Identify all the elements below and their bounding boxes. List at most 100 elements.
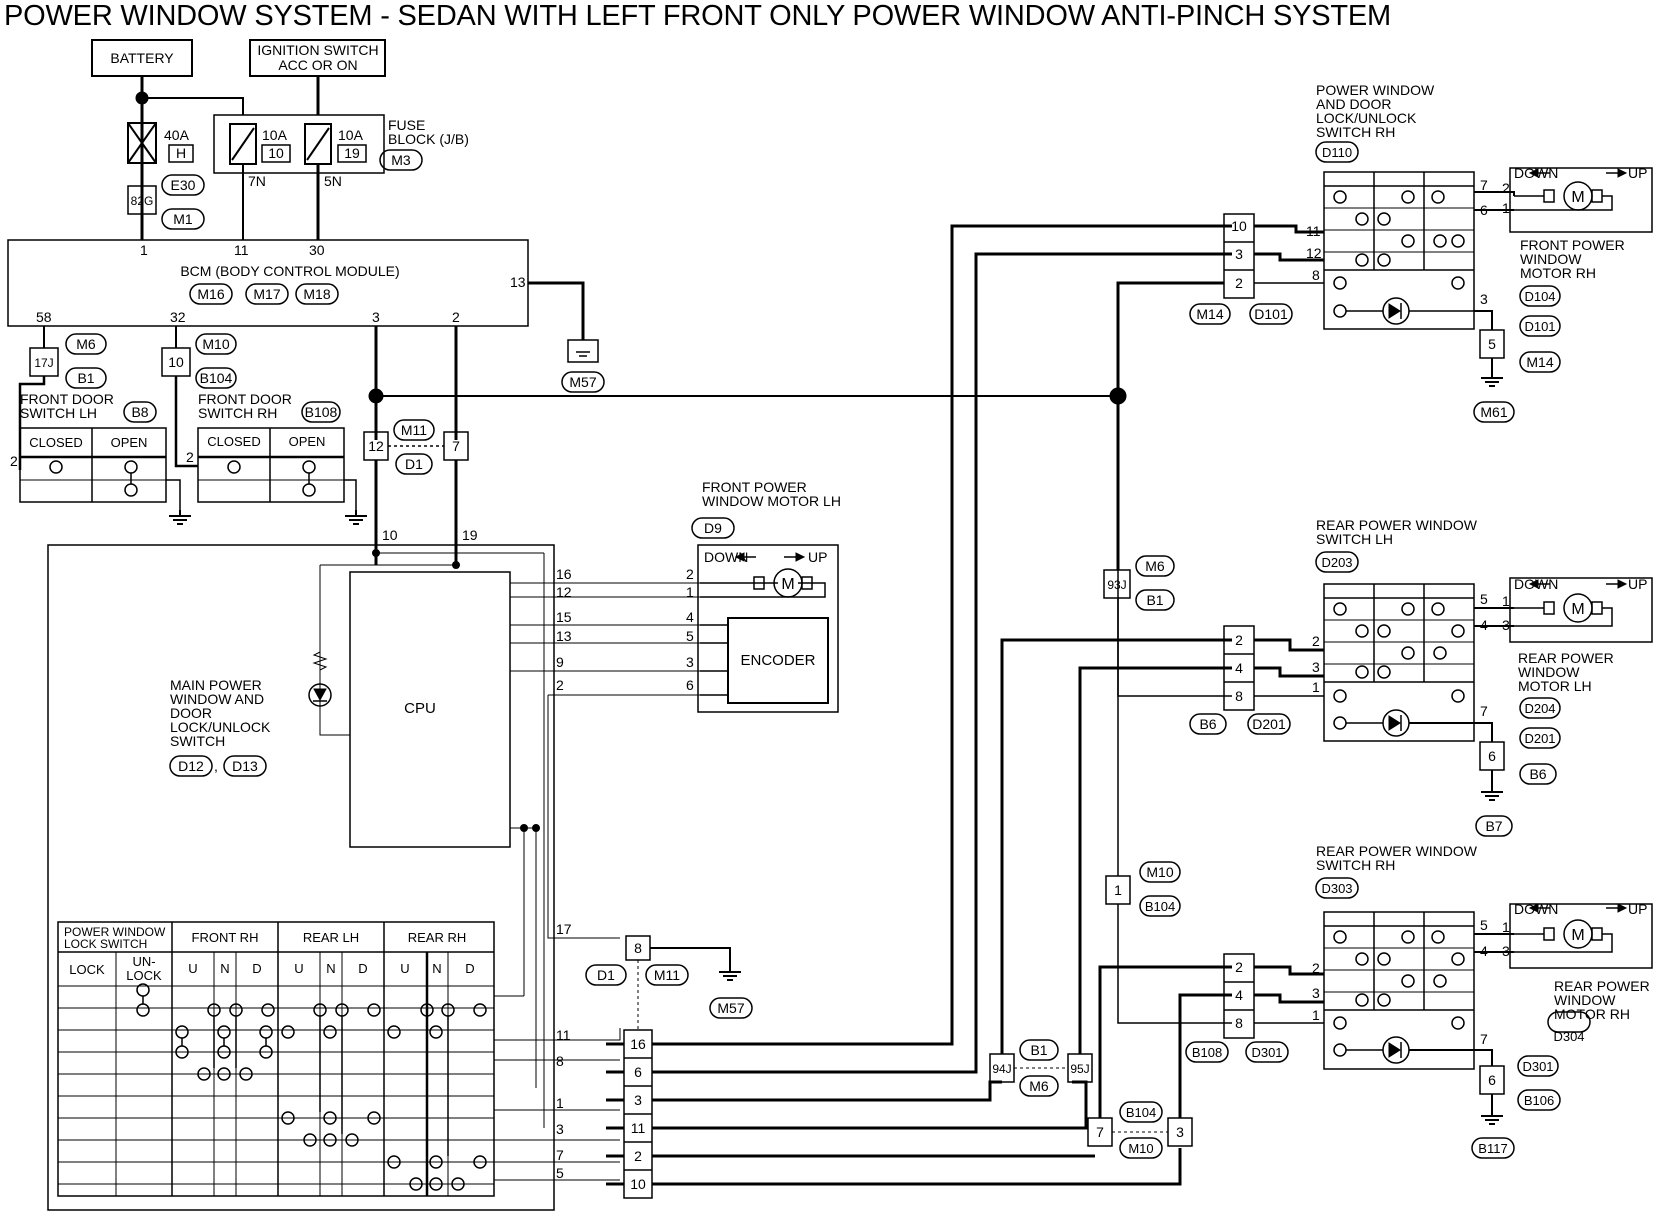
table-unlock-2: LOCK <box>126 968 162 983</box>
rear-lh-connector-d201: D201 <box>1252 716 1286 732</box>
rear-lh-motor-pin-3: 3 <box>1502 617 1510 633</box>
table-rear-lh-n: N <box>326 961 335 976</box>
main-switch-pin-8: 8 <box>556 1053 564 1069</box>
main-switch-pin-16: 16 <box>556 566 572 582</box>
rear-rh-joint-4: 4 <box>1235 987 1243 1003</box>
fuse-block <box>213 114 385 174</box>
rh-front-pin-12: 12 <box>1306 245 1322 261</box>
table-header-rear-lh: REAR LH <box>303 930 359 945</box>
main-switch-pin-13: 13 <box>556 628 572 644</box>
rear-lh-pin-5: 5 <box>1480 591 1488 607</box>
table-rear-lh-u: U <box>294 961 303 976</box>
rear-rh-motor-label-2: WINDOW <box>1554 992 1616 1008</box>
rear-lh-connector-m6: M6 <box>1145 558 1165 574</box>
rh-front-motor-label-1: FRONT POWER <box>1520 237 1625 253</box>
bcm-pin-32: 32 <box>170 309 186 325</box>
joint-10: 10 <box>168 354 184 370</box>
door-lh-connector-b8: B8 <box>131 404 148 420</box>
rh-front-motor-down: DOWN <box>1514 165 1558 181</box>
rear-lh-motor-pin-1: 1 <box>1502 593 1510 609</box>
rear-lh-connector-b6: B6 <box>1199 716 1216 732</box>
connector-m1: M1 <box>173 211 193 227</box>
front-rh-switch <box>1116 141 1653 570</box>
rear-rh-motor-pin-3: 3 <box>1502 943 1510 959</box>
door-rh-connector-b108: B108 <box>305 404 338 420</box>
table-header-rear-rh: REAR RH <box>408 930 467 945</box>
door-lh-label-2: SWITCH LH <box>20 405 97 421</box>
rh-front-motor-m: M <box>1571 189 1584 206</box>
rh-front-motor-label-2: WINDOW <box>1520 251 1582 267</box>
encoder-label: ENCODER <box>740 652 815 669</box>
wire-7n: 7N <box>248 173 266 189</box>
diagram-title: POWER WINDOW SYSTEM - SEDAN WITH LEFT FR… <box>4 0 1391 32</box>
door-rh-label-2: SWITCH RH <box>198 405 277 421</box>
main-switch-pin-2: 2 <box>556 677 564 693</box>
rh-front-label-2: AND DOOR <box>1316 96 1391 112</box>
bcm-box <box>7 239 529 327</box>
rear-rh-motor-m: M <box>1571 927 1584 944</box>
bottom-connector-m6: M6 <box>1029 1078 1049 1094</box>
front-lh-motor <box>691 517 839 713</box>
rear-rh-label-1: REAR POWER WINDOW <box>1316 843 1478 859</box>
rh-front-label-4: SWITCH RH <box>1316 124 1395 140</box>
rear-lh-motor-up: UP <box>1628 576 1647 592</box>
rear-rh-connector-m10: M10 <box>1146 864 1173 880</box>
joint-7-bottom: 7 <box>1096 1124 1104 1140</box>
connector-e30: E30 <box>171 177 196 193</box>
conn-mid-pin-11: 11 <box>631 1120 646 1136</box>
rear-rh-connector-b104: B104 <box>1145 899 1175 914</box>
door-lh-connector-b1: B1 <box>77 370 94 386</box>
table-header-front-rh: FRONT RH <box>192 930 259 945</box>
main-switch-label-1: MAIN POWER <box>170 677 262 693</box>
wire-10: 10 <box>382 527 398 543</box>
rh-front-motor-label-3: MOTOR RH <box>1520 265 1596 281</box>
bcm-pin-13: 13 <box>510 274 526 290</box>
rear-rh-joint-6: 6 <box>1488 1072 1496 1088</box>
front-lh-motor-m: M <box>781 576 794 593</box>
main-switch-pin-15: 15 <box>556 609 572 625</box>
wire-19: 19 <box>462 527 478 543</box>
front-lh-motor-connector-d9: D9 <box>704 520 722 536</box>
door-rh-pin-2: 2 <box>186 449 194 465</box>
rh-front-motor-pin-2: 2 <box>1502 180 1510 196</box>
rear-lh-connector-d204: D204 <box>1524 701 1555 716</box>
bottom-joints <box>989 638 1232 1159</box>
rear-rh-pin-1: 1 <box>1312 1007 1320 1023</box>
rear-lh-connector-d201-b: D201 <box>1524 731 1555 746</box>
bcm-connector-m16: M16 <box>197 286 224 302</box>
rh-front-label-1: POWER WINDOW <box>1316 82 1435 98</box>
bcm-pin-1: 1 <box>140 242 148 258</box>
table-front-rh-d: D <box>252 961 261 976</box>
bcm-pin-3: 3 <box>372 309 380 325</box>
rear-rh-connector-d303: D303 <box>1321 881 1352 896</box>
ground-m57-bottom: M57 <box>717 1000 744 1016</box>
rear-rh-joint-8: 8 <box>1235 1015 1243 1031</box>
wire-5n: 5N <box>324 173 342 189</box>
rear-rh-motor-down: DOWN <box>1514 901 1558 917</box>
front-door-switch-rh <box>161 326 368 525</box>
rh-front-connector-m14-b: M14 <box>1526 354 1553 370</box>
rear-lh-pin-1: 1 <box>1312 679 1320 695</box>
rear-lh-connector-d203: D203 <box>1321 555 1352 570</box>
front-door-switch-lh <box>18 326 192 525</box>
rh-front-label-3: LOCK/UNLOCK <box>1316 110 1417 126</box>
joint-12: 12 <box>368 438 384 454</box>
main-switch-pin-3: 3 <box>556 1121 564 1137</box>
main-switch-pin-5: 5 <box>556 1165 564 1181</box>
rh-front-motor-up: UP <box>1628 165 1647 181</box>
motor-pin-4: 4 <box>686 609 694 625</box>
front-lh-motor-label-1: FRONT POWER <box>702 479 807 495</box>
cpu-label: CPU <box>404 700 436 717</box>
connector-m3: M3 <box>391 152 411 168</box>
rear-rh-connector-b106: B106 <box>1524 1093 1554 1108</box>
rear-lh-joint-6: 6 <box>1488 748 1496 764</box>
main-switch-pin-7: 7 <box>556 1147 564 1163</box>
bcm-pin-2: 2 <box>452 309 460 325</box>
rear-rh-connector-b108: B108 <box>1192 1045 1222 1060</box>
motor-pin-5: 5 <box>686 628 694 644</box>
motor-pin-6: 6 <box>686 677 694 693</box>
door-rh-label-1: FRONT DOOR <box>198 391 292 407</box>
rear-lh-pin-3: 3 <box>1312 659 1320 675</box>
rear-lh-ground-b7: B7 <box>1485 818 1502 834</box>
